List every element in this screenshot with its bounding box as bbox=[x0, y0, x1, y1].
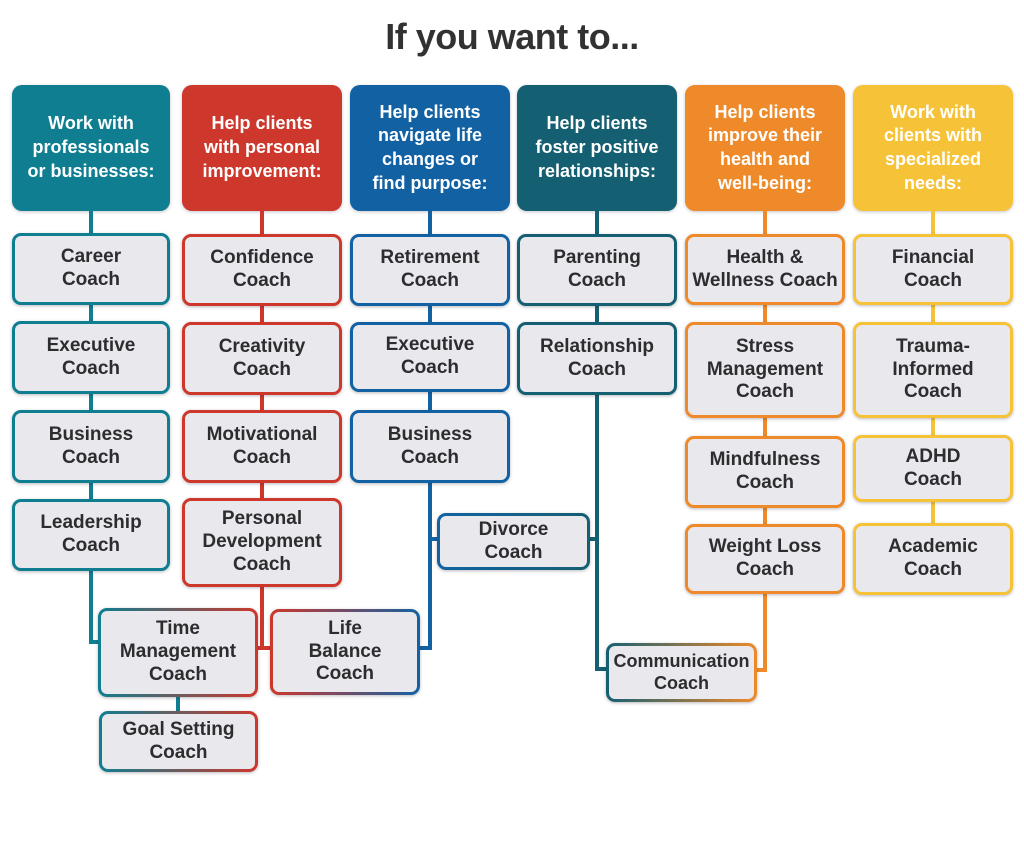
coach-box-retirement: Retirement Coach bbox=[350, 234, 510, 306]
coach-box-communication: Communication Coach bbox=[606, 643, 757, 702]
connector-line bbox=[260, 482, 264, 499]
coach-box-business-2: Business Coach bbox=[350, 410, 510, 483]
connector-line bbox=[428, 305, 432, 323]
coach-box-trauma-informed: Trauma- Informed Coach bbox=[853, 322, 1013, 418]
column-header-relationships: Help clients foster positive relationshi… bbox=[517, 85, 677, 211]
connector-line bbox=[260, 305, 264, 323]
coach-box-motivational: Motivational Coach bbox=[182, 410, 342, 483]
coach-box-adhd: ADHD Coach bbox=[853, 435, 1013, 502]
column-header-health-wellbeing: Help clients improve their health and we… bbox=[685, 85, 845, 211]
connector-line bbox=[176, 696, 180, 712]
connector-line bbox=[595, 667, 609, 671]
connector-line bbox=[89, 211, 93, 235]
connector-line bbox=[763, 211, 767, 235]
connector-line bbox=[89, 640, 103, 644]
connector-line bbox=[595, 305, 599, 323]
coach-box-weight-loss: Weight Loss Coach bbox=[685, 524, 845, 594]
connector-line bbox=[260, 394, 264, 411]
connector-line bbox=[763, 593, 767, 672]
coach-box-financial: Financial Coach bbox=[853, 234, 1013, 305]
page-title: If you want to... bbox=[385, 16, 639, 57]
connector-line bbox=[595, 394, 599, 671]
coach-box-parenting: Parenting Coach bbox=[517, 234, 677, 306]
connector-line bbox=[260, 211, 264, 235]
connector-line bbox=[89, 304, 93, 322]
connector-line bbox=[595, 211, 599, 235]
connector-line bbox=[254, 646, 276, 650]
coach-box-executive: Executive Coach bbox=[12, 321, 170, 394]
connector-line bbox=[931, 304, 935, 323]
connector-line bbox=[763, 417, 767, 437]
connector-line bbox=[89, 570, 93, 644]
connector-line bbox=[89, 482, 93, 500]
coach-box-academic: Academic Coach bbox=[853, 523, 1013, 595]
coach-box-personal-development: Personal Development Coach bbox=[182, 498, 342, 587]
connector-line bbox=[428, 391, 432, 411]
connector-line bbox=[763, 507, 767, 525]
connector-line bbox=[428, 211, 432, 235]
column-header-life-changes: Help clients navigate life changes or fi… bbox=[350, 85, 510, 211]
coach-box-goal-setting: Goal Setting Coach bbox=[99, 711, 258, 772]
connector-line bbox=[430, 537, 440, 541]
connector-line bbox=[587, 537, 597, 541]
column-header-personal-improvement: Help clients with personal improvement: bbox=[182, 85, 342, 211]
coach-box-health-wellness: Health & Wellness Coach bbox=[685, 234, 845, 305]
coach-box-life-balance: Life Balance Coach bbox=[270, 609, 420, 695]
coach-box-career: Career Coach bbox=[12, 233, 170, 305]
coach-box-confidence: Confidence Coach bbox=[182, 234, 342, 306]
connector-line bbox=[931, 211, 935, 235]
column-header-professionals: Work with professionals or businesses: bbox=[12, 85, 170, 211]
coach-box-relationship: Relationship Coach bbox=[517, 322, 677, 395]
coach-box-divorce: Divorce Coach bbox=[437, 513, 590, 570]
connector-line bbox=[931, 417, 935, 436]
column-header-specialized-needs: Work with clients with specialized needs… bbox=[853, 85, 1013, 211]
coach-box-mindfulness: Mindfulness Coach bbox=[685, 436, 845, 508]
connector-line bbox=[763, 304, 767, 323]
coach-box-executive-2: Executive Coach bbox=[350, 322, 510, 392]
coach-box-stress-management: Stress Management Coach bbox=[685, 322, 845, 418]
connector-line bbox=[753, 668, 765, 672]
connector-line bbox=[416, 646, 430, 650]
connector-line bbox=[931, 501, 935, 524]
coach-box-time-management: Time Management Coach bbox=[98, 608, 258, 697]
coach-box-leadership: Leadership Coach bbox=[12, 499, 170, 571]
connector-line bbox=[260, 586, 264, 650]
coach-box-business: Business Coach bbox=[12, 410, 170, 483]
coach-box-creativity: Creativity Coach bbox=[182, 322, 342, 395]
connector-line bbox=[428, 482, 432, 650]
connector-line bbox=[89, 393, 93, 411]
